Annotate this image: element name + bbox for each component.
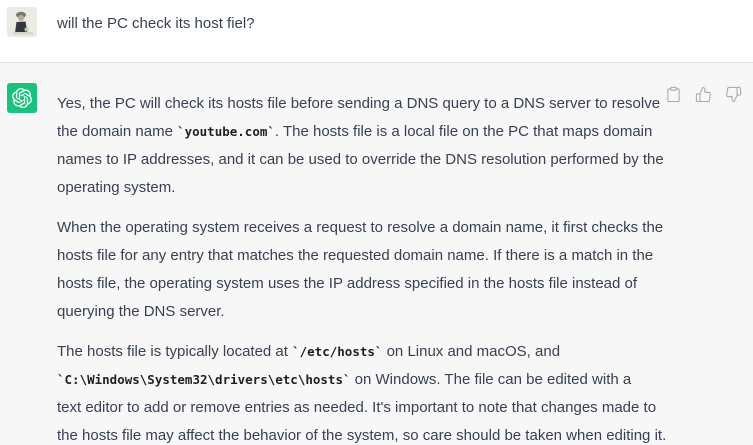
text-segment: The hosts file is typically located at	[57, 343, 293, 360]
text-segment: the domain name	[57, 123, 178, 140]
user-message-row: will the PC check its host fiel?	[0, 0, 753, 62]
text-line: querying the DNS server.	[57, 298, 666, 326]
text-segment: names to IP addresses, and it can be use…	[57, 151, 664, 168]
inline-code: `youtube.com`	[177, 124, 275, 139]
text-line: text editor to add or remove entries as …	[57, 394, 666, 422]
text-segment: on Windows. The file can be edited with …	[350, 371, 632, 388]
assistant-paragraphs: Yes, the PC will check its hosts file be…	[57, 90, 666, 445]
text-line: the hosts file may affect the behavior o…	[57, 422, 666, 445]
text-line: hosts file, the operating system uses th…	[57, 270, 666, 298]
message-actions	[665, 86, 742, 103]
text-line: the domain name `youtube.com`. The hosts…	[57, 118, 666, 146]
thumbs-down-button[interactable]	[725, 86, 742, 103]
user-avatar-illustration	[7, 7, 37, 37]
text-line: names to IP addresses, and it can be use…	[57, 146, 666, 174]
text-line: operating system.	[57, 174, 666, 202]
text-line: hosts file for any entry that matches th…	[57, 242, 666, 270]
user-message-text: will the PC check its host fiel?	[57, 15, 255, 32]
assistant-message-row: Yes, the PC will check its hosts file be…	[0, 62, 753, 445]
text-segment: . The hosts file is a local file on the …	[274, 123, 653, 140]
thumbs-down-icon	[726, 86, 742, 103]
text-segment: When the operating system receives a req…	[57, 219, 664, 236]
text-line: `C:\Windows\System32\drivers\etc\hosts` …	[57, 366, 666, 394]
paragraph: The hosts file is typically located at `…	[57, 338, 666, 445]
text-segment: hosts file, the operating system uses th…	[57, 275, 638, 292]
thumbs-up-icon	[695, 86, 711, 103]
inline-code: `C:\Windows\System32\drivers\etc\hosts`	[57, 372, 351, 387]
text-line: The hosts file is typically located at `…	[57, 338, 666, 366]
inline-code: `/etc/hosts`	[292, 344, 383, 359]
text-line: When the operating system receives a req…	[57, 214, 666, 242]
clipboard-icon	[667, 86, 680, 103]
thumbs-up-button[interactable]	[695, 86, 712, 103]
text-line: Yes, the PC will check its hosts file be…	[57, 90, 666, 118]
text-segment: Yes, the PC will check its hosts file be…	[57, 95, 661, 112]
text-segment: operating system.	[57, 179, 176, 196]
openai-logo-icon	[12, 88, 32, 108]
paragraph: When the operating system receives a req…	[57, 214, 666, 326]
copy-button[interactable]	[665, 86, 682, 103]
text-segment: hosts file for any entry that matches th…	[57, 247, 654, 264]
text-segment: text editor to add or remove entries as …	[57, 399, 657, 416]
paragraph: Yes, the PC will check its hosts file be…	[57, 90, 666, 202]
text-segment: querying the DNS server.	[57, 303, 225, 320]
user-avatar	[7, 7, 37, 37]
text-segment: the hosts file may affect the behavior o…	[57, 427, 667, 444]
text-segment: on Linux and macOS, and	[382, 343, 561, 360]
assistant-avatar	[7, 83, 37, 113]
